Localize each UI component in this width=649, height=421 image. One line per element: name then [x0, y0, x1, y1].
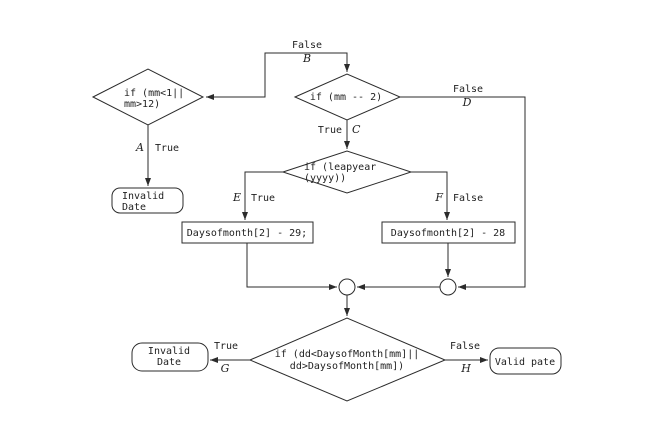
branch-h-label: False: [450, 341, 480, 352]
terminal-valid-date: [489, 347, 562, 375]
branch-f-letter: F: [434, 191, 443, 204]
decision-month-is-february-text: if (mm -- 2): [310, 92, 382, 103]
decision-leapyear-text-line2: (yyyy)): [304, 173, 346, 184]
connector-circle-right: [439, 278, 457, 296]
branch-a-letter: A: [135, 141, 144, 154]
branch-g-letter: G: [221, 362, 230, 375]
branch-b-label: False: [292, 40, 322, 51]
terminal-invalid-date-top-line2: Date: [122, 202, 146, 213]
branch-b-letter: B: [302, 52, 311, 65]
branch-d-letter: D: [462, 96, 472, 109]
process-set-days-29-text: Daysofmonth[2] - 29;: [187, 228, 307, 239]
decision-leapyear: [281, 150, 413, 194]
terminal-invalid-date-top-line1: Invalid: [122, 191, 164, 202]
branch-g-label: True: [214, 341, 238, 352]
terminal-invalid-date-bottom-line2: Date: [157, 357, 181, 368]
edge-true-e-to-set-days-29: [242, 171, 283, 220]
terminal-invalid-date-bottom: [131, 342, 209, 372]
branch-h-letter: H: [460, 362, 471, 375]
edge-false-f-to-set-days-28: [411, 171, 450, 220]
connector-circle-left: [338, 278, 356, 296]
decision-month-range-text-line2: mm>12): [124, 99, 160, 110]
process-set-days-28-text: Daysofmonth[2] - 28: [391, 228, 505, 239]
branch-d-label: False: [453, 84, 483, 95]
branch-e-label: True: [251, 193, 275, 204]
process-set-days-28: [381, 221, 516, 244]
terminal-invalid-date-bottom-line1: Invalid: [148, 346, 190, 357]
decision-leapyear-text-line1: if (leapyear: [304, 162, 376, 173]
terminal-valid-date-text: Valid pate: [495, 357, 555, 368]
decision-day-range-text-line1: if (dd<DaysofMonth[mm]||: [275, 349, 420, 360]
decision-month-is-february: [293, 73, 402, 121]
branch-c-letter: C: [352, 123, 361, 136]
decision-day-range: [248, 317, 447, 402]
branch-f-label: False: [453, 193, 483, 204]
branch-c-label: True: [318, 125, 342, 136]
decision-month-range: [91, 68, 205, 126]
terminal-invalid-date-top: [111, 187, 184, 214]
edge-false-b-to-month-range-check: [206, 52, 350, 100]
branch-a-label: True: [155, 143, 179, 154]
decision-month-range-text-line1: if (mm<1||: [124, 88, 184, 99]
branch-e-letter: E: [232, 191, 241, 204]
edge-false-d-to-right-connector: [400, 96, 526, 290]
edge-set-days-29-to-left-connector: [246, 243, 337, 290]
process-set-days-29: [181, 221, 314, 244]
decision-day-range-text-line2: dd>DaysofMonth[mm]): [290, 361, 404, 372]
